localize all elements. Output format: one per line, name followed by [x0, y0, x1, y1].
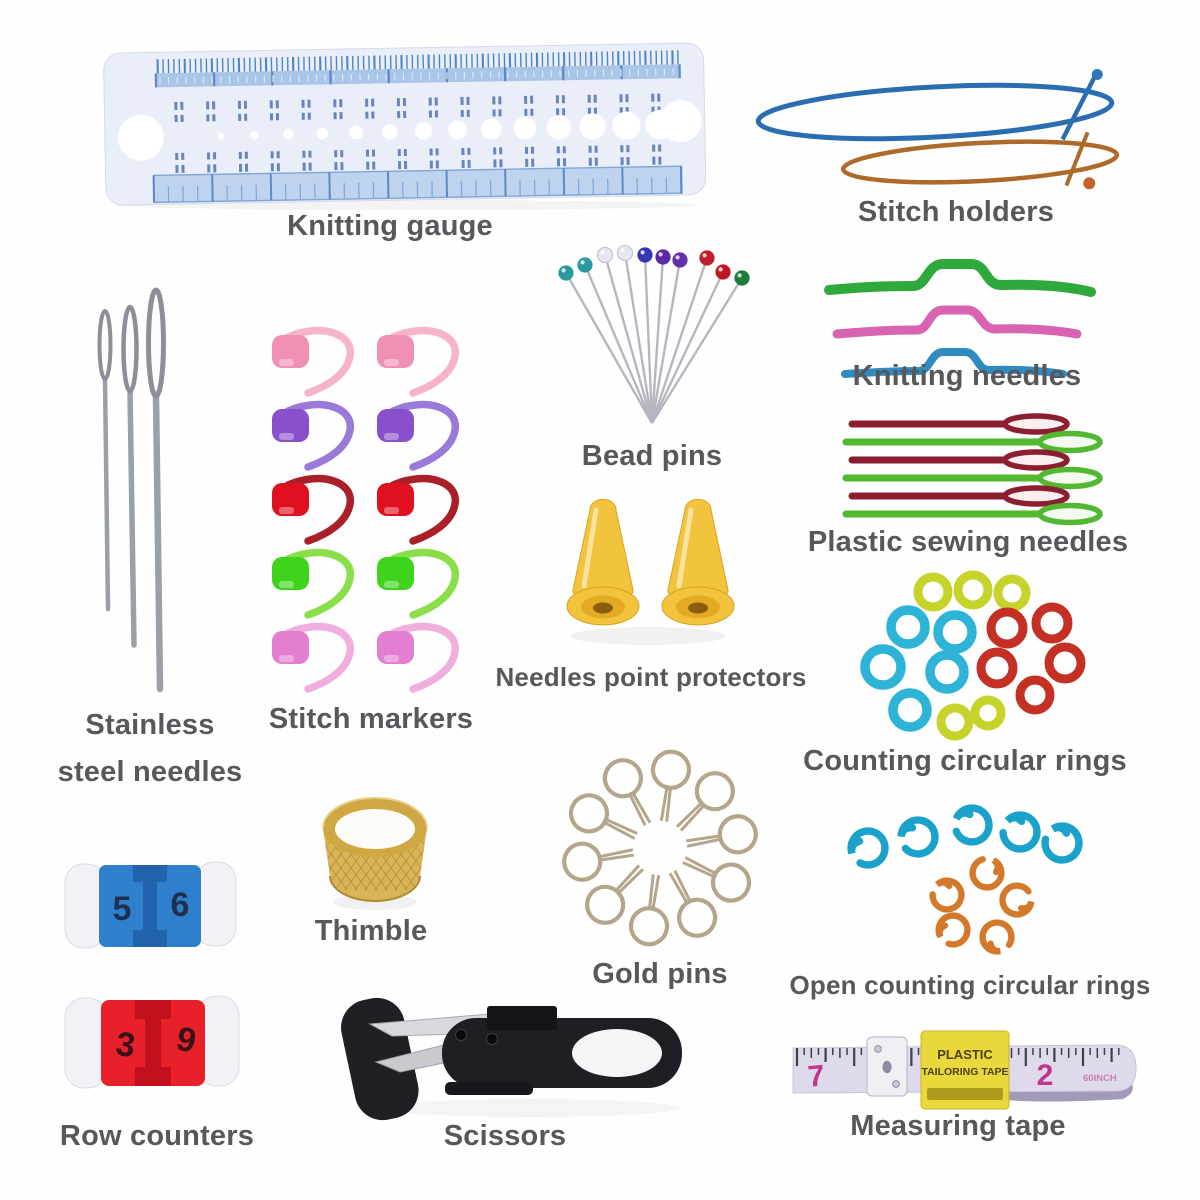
needles-point-protectors-label: Needles point protectors	[495, 662, 807, 692]
open-counting-circular-rings-label: Open counting circular rings	[789, 970, 1151, 1000]
tape-number-7: 7	[806, 1059, 826, 1093]
thimble-graphic	[315, 788, 435, 918]
counting-circular-rings-graphic	[850, 565, 1150, 765]
scissors-label: Scissors	[443, 1120, 567, 1152]
bead-pins-graphic	[540, 245, 770, 445]
scissors-graphic	[330, 972, 690, 1132]
thimble-label: Thimble	[314, 915, 428, 947]
knitting-needles-label: Knitting needles	[852, 360, 1082, 392]
thimble-svg	[322, 797, 428, 910]
plastic-sewing-needles-label: Plastic sewing needles	[807, 526, 1129, 558]
knitting-gauge-svg	[103, 42, 707, 210]
gold-pins-graphic	[545, 728, 775, 968]
tape-unit-text: 60INCH	[1083, 1073, 1117, 1084]
blue-counter-left-digit: 5	[113, 890, 132, 928]
counting-circular-rings-svg	[860, 570, 1086, 741]
bead-pins-label: Bead pins	[581, 440, 723, 472]
measuring-tape-svg: 7 PLASTIC TAILORING TAPE 2 60INCH	[792, 1030, 1137, 1110]
row-counter-red: 3 9	[64, 995, 240, 1089]
stitch-markers-graphic	[270, 325, 482, 697]
row-counters-graphic: 5 6 3 9	[63, 848, 241, 1113]
open-counting-circular-rings-svg	[847, 804, 1083, 955]
row-counter-blue: 5 6	[64, 861, 237, 949]
stainless-label-line1: Stainless	[85, 709, 215, 741]
row-counters-svg: 5 6 3 9	[64, 861, 240, 1089]
knitting-gauge-label: Knitting gauge	[287, 210, 493, 242]
scissors-svg	[341, 997, 682, 1121]
stainless-steel-needles-label: Stainless steel needles	[58, 702, 243, 796]
blue-stitch-holder	[755, 68, 1115, 142]
blue-counter-right-digit: 6	[171, 886, 190, 924]
stitch-markers-svg	[272, 326, 459, 693]
counting-circular-rings-label: Counting circular rings	[803, 745, 1127, 777]
knitting-gauge-graphic	[95, 40, 715, 210]
needles-point-protectors-graphic	[548, 488, 748, 658]
gold-pins-label: Gold pins	[592, 958, 728, 990]
stainless-label-line2: steel needles	[57, 756, 243, 788]
plastic-sewing-needles-svg	[842, 413, 1103, 526]
bead-pins-svg	[558, 245, 750, 424]
measuring-tape-graphic: 7 PLASTIC TAILORING TAPE 2 60INCH	[783, 1022, 1173, 1132]
green-cable-needle	[824, 259, 1096, 297]
stainless-steel-needles-svg	[97, 287, 166, 693]
stitch-markers-label: Stitch markers	[268, 703, 474, 735]
point-protector-left	[566, 499, 640, 626]
needles-point-protectors-svg	[566, 499, 735, 645]
orange-stitch-holder	[840, 131, 1120, 190]
stitch-holders-graphic	[745, 50, 1145, 200]
row-counters-label: Row counters	[59, 1120, 255, 1152]
stainless-steel-needles-graphic	[72, 283, 182, 703]
gold-pins-svg	[562, 749, 758, 947]
tape-number-2: 2	[1037, 1059, 1054, 1092]
stitch-holders-label: Stitch holders	[857, 196, 1055, 228]
knitting-needles-graphic	[815, 242, 1105, 382]
blue-cable-needle	[841, 348, 1067, 378]
point-protector-right	[661, 499, 735, 626]
knitting-needles-svg	[824, 259, 1096, 378]
tape-tag-line2: TAILORING TAPE	[921, 1066, 1008, 1078]
stitch-holders-svg	[755, 68, 1120, 190]
open-counting-circular-rings-graphic	[840, 795, 1160, 975]
measuring-tape-label: Measuring tape	[850, 1110, 1066, 1142]
pink-cable-needle	[832, 305, 1082, 339]
tape-tag-line1: PLASTIC	[937, 1047, 993, 1062]
plastic-sewing-needles-graphic	[840, 410, 1120, 540]
